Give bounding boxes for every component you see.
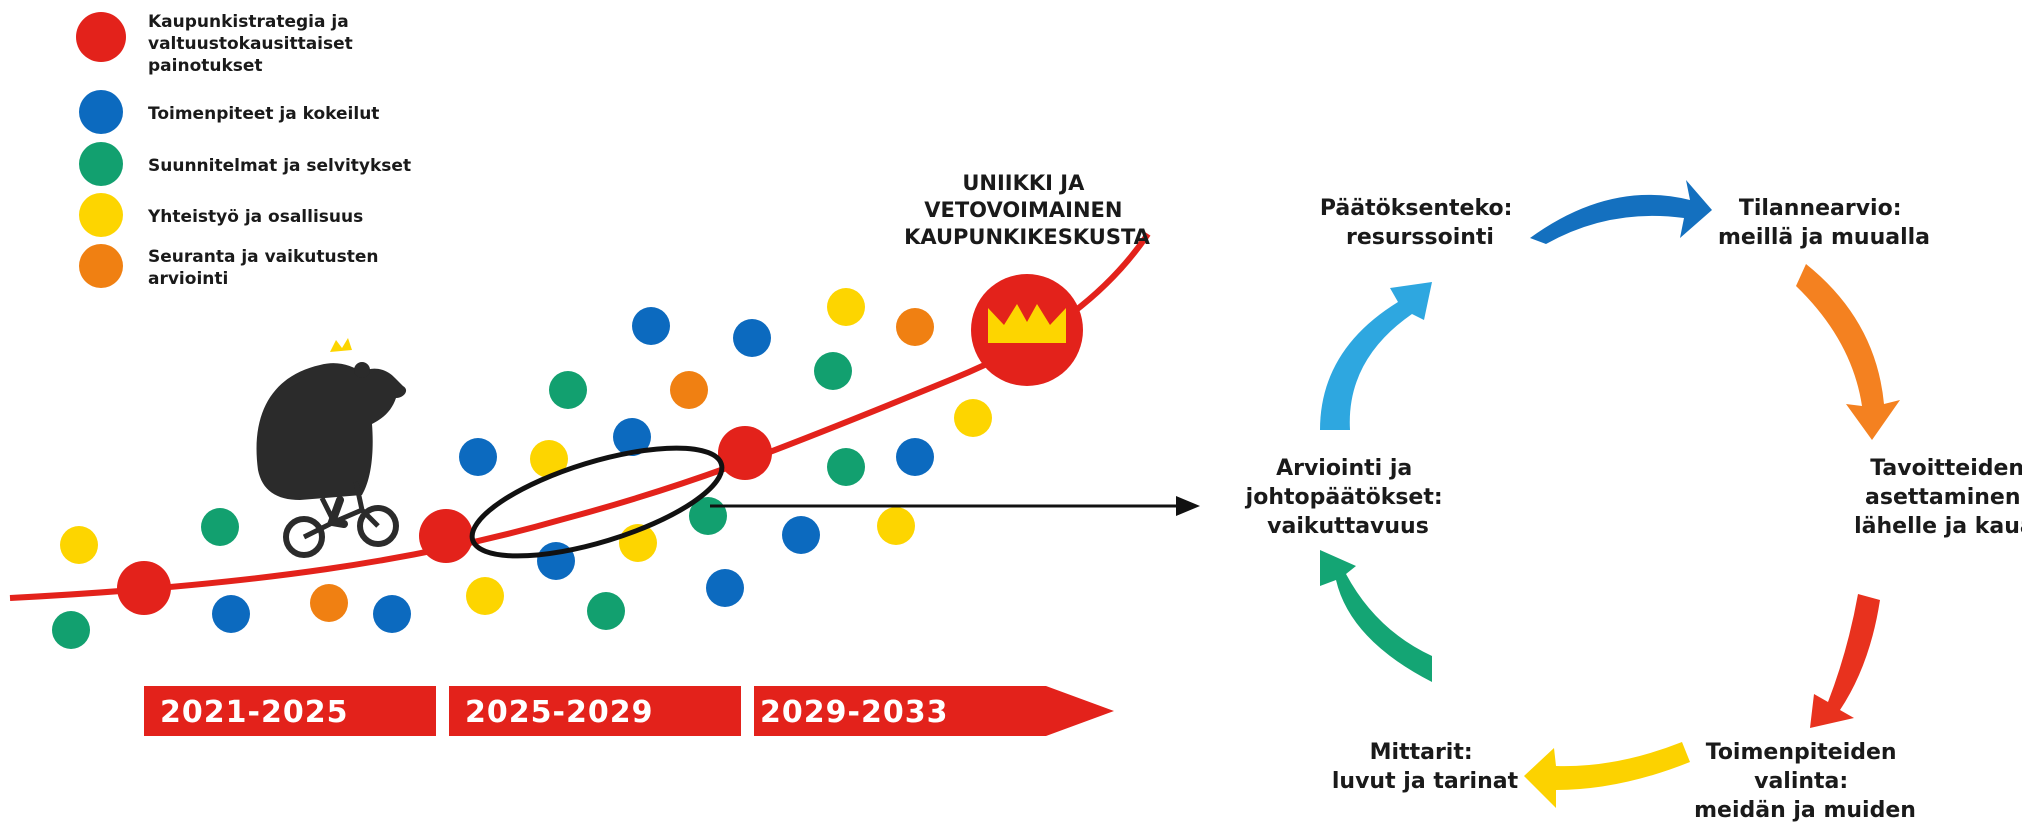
cycle-step-situation: Tilannearvio: meillä ja muualla: [1718, 196, 1930, 250]
legend-label-strategy: Kaupunkistrategia ja valtuustokausittais…: [148, 12, 359, 76]
connector-arrowhead-icon: [1176, 496, 1200, 516]
bear-leg: [326, 496, 348, 528]
crown-icon: [988, 304, 1066, 343]
activity-dot: [549, 371, 587, 409]
activity-dot: [814, 352, 852, 390]
activity-dot: [706, 569, 744, 607]
legend-swatch-cooperation: [79, 193, 123, 237]
legend-swatch-plans: [79, 142, 123, 186]
activity-dot: [60, 526, 98, 564]
activity-dot: [373, 595, 411, 633]
bear-ear: [354, 362, 370, 378]
period-label: 2025-2029: [465, 695, 653, 730]
milestone-dot: [718, 426, 772, 480]
bear-on-bicycle-icon: [256, 338, 407, 558]
activity-dot: [954, 399, 992, 437]
activity-dots: [52, 288, 992, 649]
period-label: 2029-2033: [760, 695, 948, 730]
activity-dot: [310, 584, 348, 622]
bike-wheel-rear: [283, 516, 325, 558]
activity-dot: [827, 448, 865, 486]
cycle-diagram: Tilannearvio: meillä ja muualla Tavoitte…: [1245, 180, 2022, 822]
legend-label-cooperation: Yhteistyö ja osallisuus: [147, 207, 363, 227]
goal: UNIIKKI JA VETOVOIMAINEN KAUPUNKIKESKUST…: [904, 171, 1151, 386]
legend-label-actions: Toimenpiteet ja kokeilut: [148, 104, 379, 124]
cycle-step-evaluation: Arviointi ja johtopäätökset: vaikuttavuu…: [1245, 456, 1451, 539]
legend: Kaupunkistrategia ja valtuustokausittais…: [76, 12, 411, 289]
period-block-3-arrow: [754, 686, 1114, 736]
activity-dot: [466, 577, 504, 615]
period-block-2: [449, 686, 741, 736]
activity-dot: [670, 371, 708, 409]
activity-dot: [733, 319, 771, 357]
goal-label: UNIIKKI JA VETOVOIMAINEN KAUPUNKIKESKUST…: [904, 171, 1151, 249]
bike-wheel-front: [357, 505, 399, 547]
cycle-arrow-icon: [1524, 742, 1690, 808]
activity-dot: [212, 595, 250, 633]
milestone-dot: [419, 509, 473, 563]
legend-swatch-monitoring: [79, 244, 123, 288]
bear-crown-icon: [330, 338, 352, 352]
activity-dot: [613, 418, 651, 456]
cycle-step-goals: Tavoitteiden asettaminen: lähelle ja kau…: [1854, 456, 2022, 539]
timeline: 2021-2025 2025-2029 2029-2033: [144, 686, 1114, 736]
activity-dot: [52, 611, 90, 649]
legend-label-monitoring: Seuranta ja vaikutusten arviointi: [148, 247, 384, 289]
activity-dot: [632, 307, 670, 345]
cycle-step-decision: Päätöksenteko: resurssointi: [1320, 196, 1520, 250]
activity-dot: [201, 508, 239, 546]
period-block-1: [144, 686, 436, 736]
cycle-arrow-icon: [1810, 594, 1880, 728]
zoom-ellipse: [469, 445, 725, 559]
activity-dot: [896, 308, 934, 346]
activity-dot: [459, 438, 497, 476]
legend-swatch-strategy: [76, 12, 126, 62]
activity-dot: [537, 542, 575, 580]
cycle-arrow-icon: [1320, 550, 1432, 682]
bear-body: [256, 363, 407, 500]
cycle-arrow-icon: [1320, 282, 1432, 430]
cycle-step-metrics: Mittarit: luvut ja tarinat: [1332, 740, 1519, 794]
period-label: 2021-2025: [160, 695, 348, 730]
cycle-arrow-icon: [1530, 180, 1712, 244]
activity-dot: [877, 507, 915, 545]
activity-dot: [896, 438, 934, 476]
activity-dot: [827, 288, 865, 326]
legend-label-plans: Suunnitelmat ja selvitykset: [148, 156, 411, 176]
legend-swatch-actions: [79, 90, 123, 134]
activity-dot: [782, 516, 820, 554]
cycle-step-actions: Toimenpiteiden valinta: meidän ja muiden: [1694, 740, 1916, 822]
milestone-dot: [117, 561, 171, 615]
cycle-arrow-icon: [1796, 264, 1900, 440]
activity-dot: [530, 440, 568, 478]
activity-dot: [587, 592, 625, 630]
